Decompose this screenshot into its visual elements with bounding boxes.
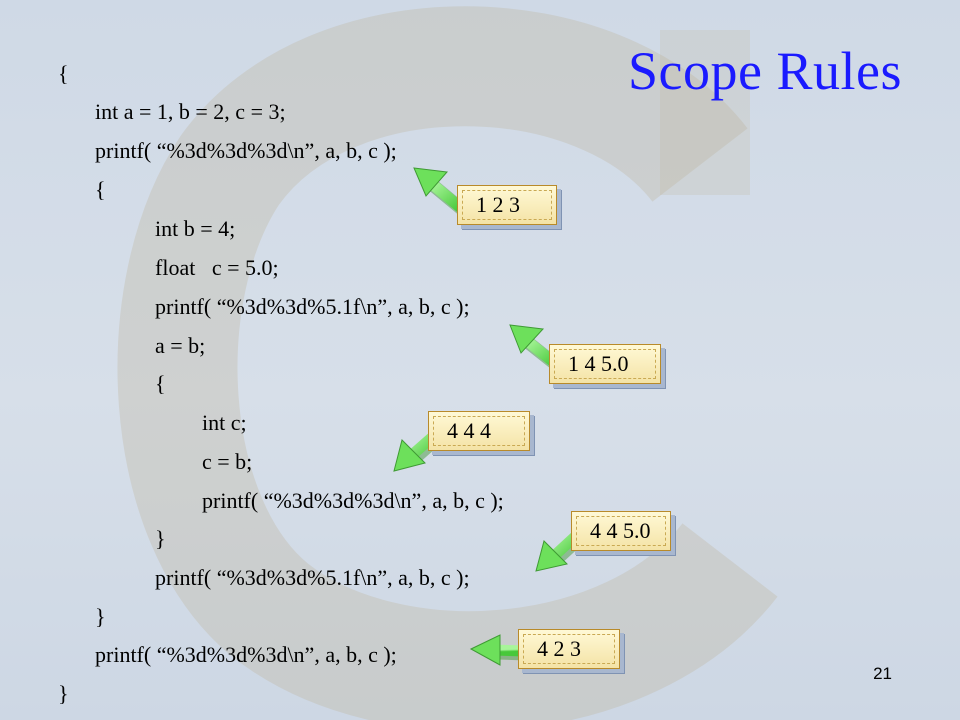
output-box-4: 4 4 5.0 (571, 511, 671, 551)
code-line-6: float c = 5.0; (155, 255, 279, 280)
code-line-11: c = b; (202, 449, 253, 474)
code-line-10: int c; (202, 410, 247, 435)
page-number: 21 (873, 664, 892, 683)
code-line-1: { (58, 61, 69, 86)
output-box-1: 1 2 3 (457, 185, 557, 225)
code-line-7: printf( “%3d%3d%5.1f\n”, a, b, c ); (155, 294, 470, 319)
output-box-2: 1 4 5.0 (549, 344, 661, 384)
output-value-4: 4 4 5.0 (590, 518, 651, 543)
code-line-16: printf( “%3d%3d%3d\n”, a, b, c ); (95, 642, 397, 667)
output-value-1: 1 2 3 (476, 192, 520, 217)
output-value-5: 4 2 3 (537, 636, 581, 661)
code-line-12: printf( “%3d%3d%3d\n”, a, b, c ); (202, 488, 504, 513)
code-line-14: printf( “%3d%3d%5.1f\n”, a, b, c ); (155, 565, 470, 590)
slide-title: Scope Rules (628, 41, 902, 101)
code-line-17: } (58, 681, 69, 706)
output-box-5: 4 2 3 (518, 629, 620, 669)
code-line-8: a = b; (155, 333, 206, 358)
code-line-2: int a = 1, b = 2, c = 3; (95, 99, 286, 124)
output-value-3: 4 4 4 (447, 418, 491, 443)
code-line-4: { (95, 177, 106, 202)
code-line-13: } (155, 526, 166, 551)
code-line-9: { (155, 371, 166, 396)
output-value-2: 1 4 5.0 (568, 351, 629, 376)
code-line-5: int b = 4; (155, 216, 236, 241)
code-line-3: printf( “%3d%3d%3d\n”, a, b, c ); (95, 138, 397, 163)
output-box-3: 4 4 4 (428, 411, 530, 451)
code-line-15: } (95, 604, 106, 629)
